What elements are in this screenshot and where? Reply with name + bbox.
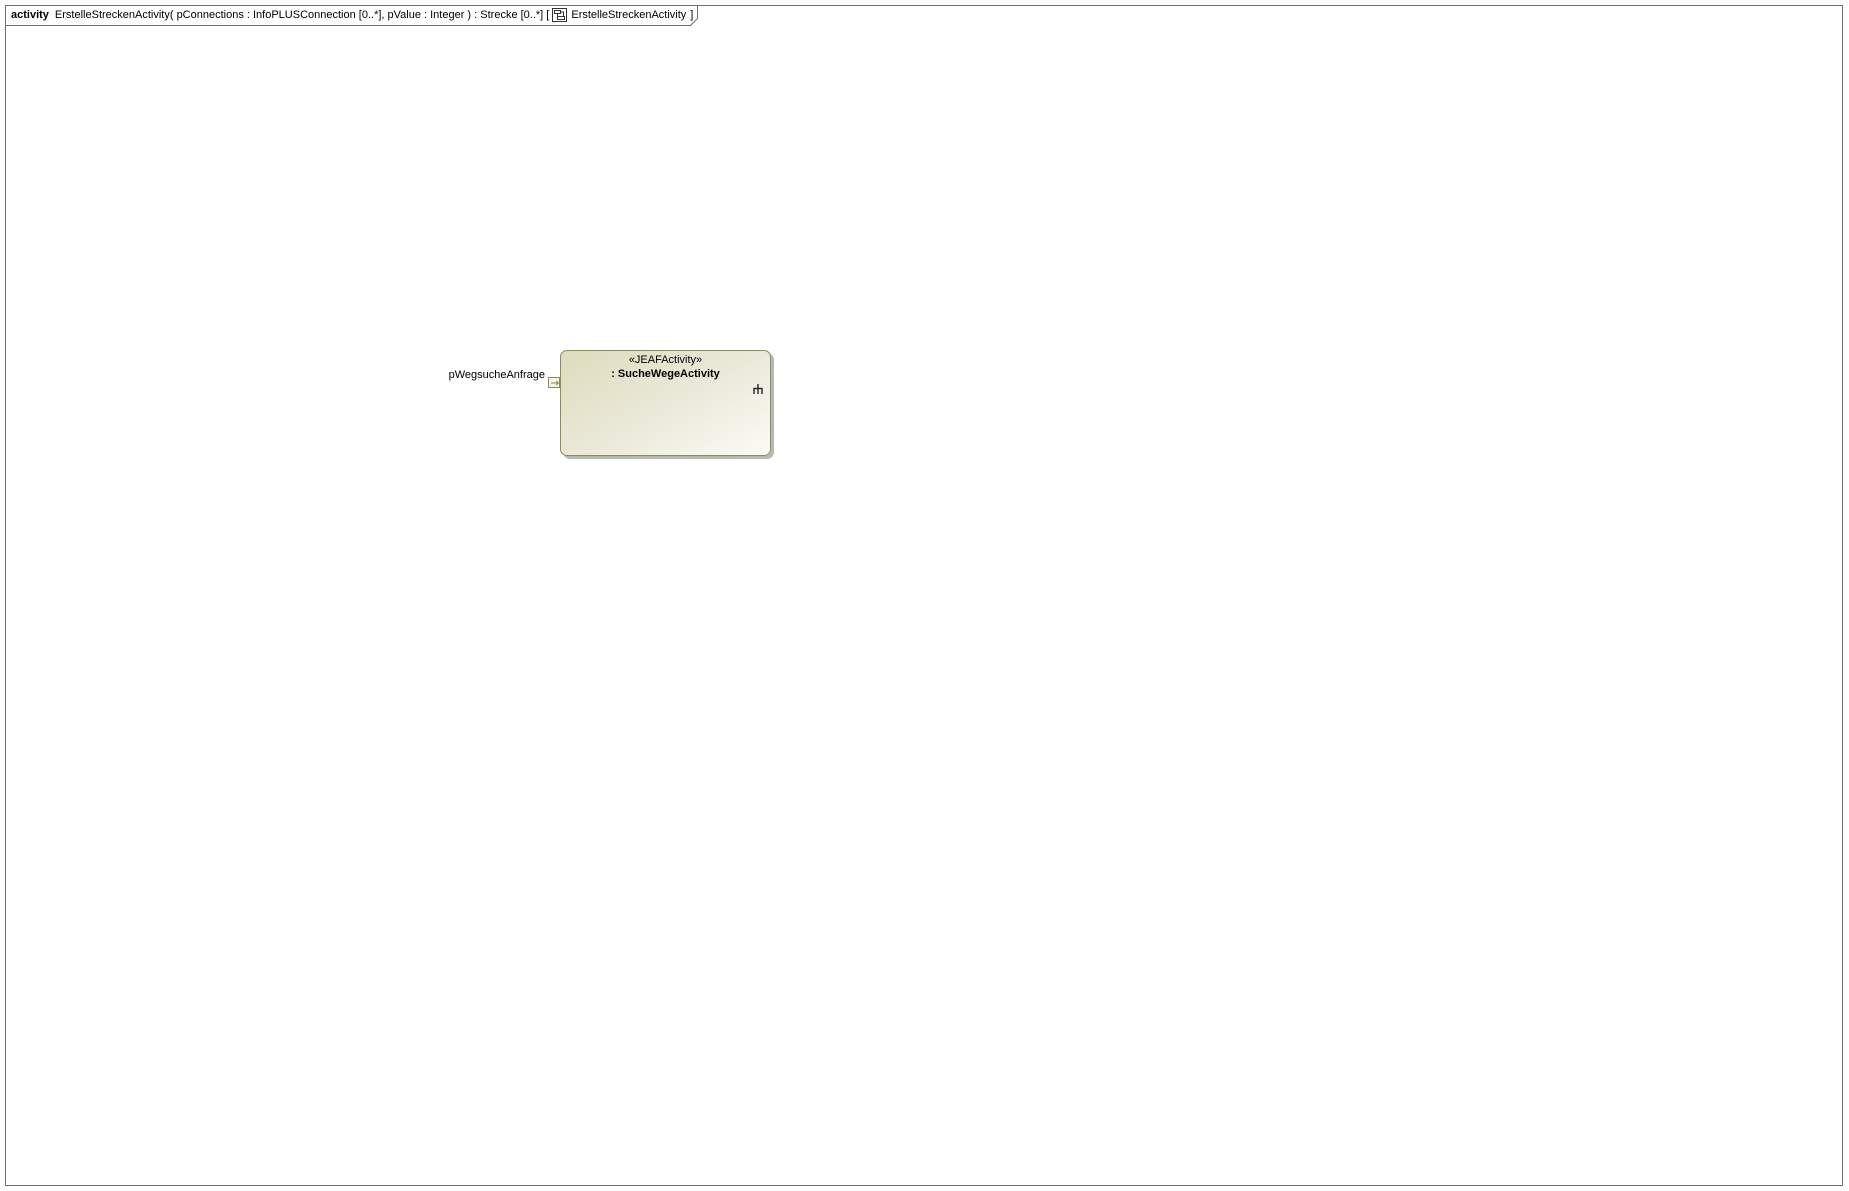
frame-keyword: activity bbox=[11, 9, 49, 21]
frame-header: activity ErstelleStreckenActivity( pConn… bbox=[5, 5, 698, 26]
call-behavior-rake-icon bbox=[753, 384, 763, 394]
activity-diagram-icon[interactable] bbox=[552, 8, 568, 22]
frame-diagram-name[interactable]: ErstelleStreckenActivity bbox=[571, 9, 687, 21]
frame-signature: ErstelleStreckenActivity( pConnections :… bbox=[54, 9, 550, 21]
input-pin[interactable] bbox=[548, 377, 560, 388]
action-stereotype: «JEAFActivity» bbox=[628, 354, 703, 366]
activity-frame bbox=[5, 5, 1843, 1186]
frame-title: activity ErstelleStreckenActivity( pConn… bbox=[11, 8, 693, 22]
input-pin-label: pWegsucheAnfrage bbox=[448, 369, 545, 381]
frame-closing-bracket: ] bbox=[690, 9, 694, 21]
input-pin-arrow-icon bbox=[551, 380, 560, 386]
call-behavior-action-suche-wege[interactable]: «JEAFActivity» : SucheWegeActivity bbox=[560, 350, 771, 456]
action-name: : SucheWegeActivity bbox=[611, 368, 720, 380]
frame-header-tab-outline bbox=[5, 5, 698, 26]
